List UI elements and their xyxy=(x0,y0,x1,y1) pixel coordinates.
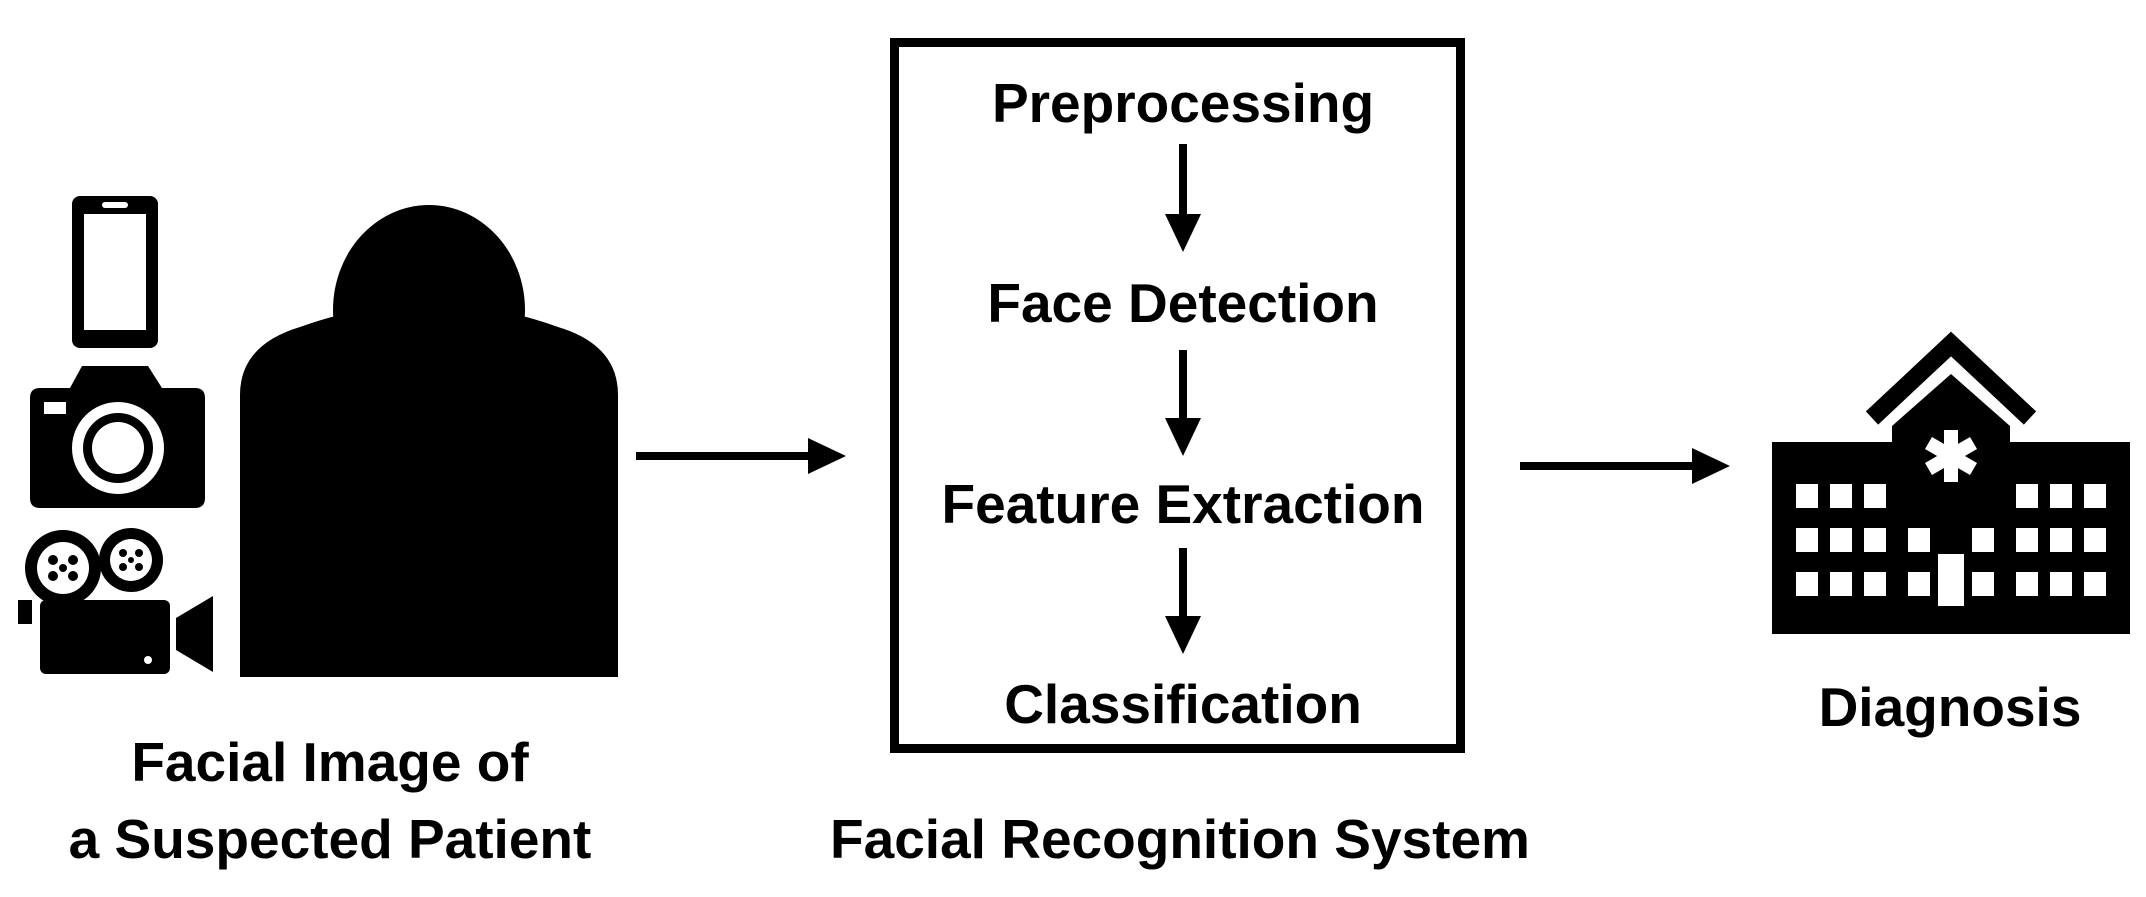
person-silhouette-icon xyxy=(240,205,618,677)
smartphone-icon xyxy=(72,196,158,348)
step-classification: Classification xyxy=(1004,673,1362,735)
hospital-icon xyxy=(1772,331,2130,634)
diagnosis-caption: Diagnosis xyxy=(1818,676,2082,738)
step-feature-extraction: Feature Extraction xyxy=(941,473,1425,535)
video-camera-icon xyxy=(18,528,213,674)
system-caption: Facial Recognition System xyxy=(830,808,1530,870)
arrow-right-icon xyxy=(636,438,846,474)
camera-icon xyxy=(30,366,205,508)
step-face-detection: Face Detection xyxy=(987,272,1379,334)
input-caption-line1: Facial Image of xyxy=(131,731,529,793)
arrow-down-icon xyxy=(1165,350,1201,456)
step-preprocessing: Preprocessing xyxy=(991,72,1375,134)
input-caption-line2: a Suspected Patient xyxy=(68,808,592,870)
recognition-system-box xyxy=(890,38,1465,753)
arrow-down-icon xyxy=(1165,144,1201,252)
arrow-down-icon xyxy=(1165,548,1201,654)
arrow-right-icon xyxy=(1520,448,1730,484)
